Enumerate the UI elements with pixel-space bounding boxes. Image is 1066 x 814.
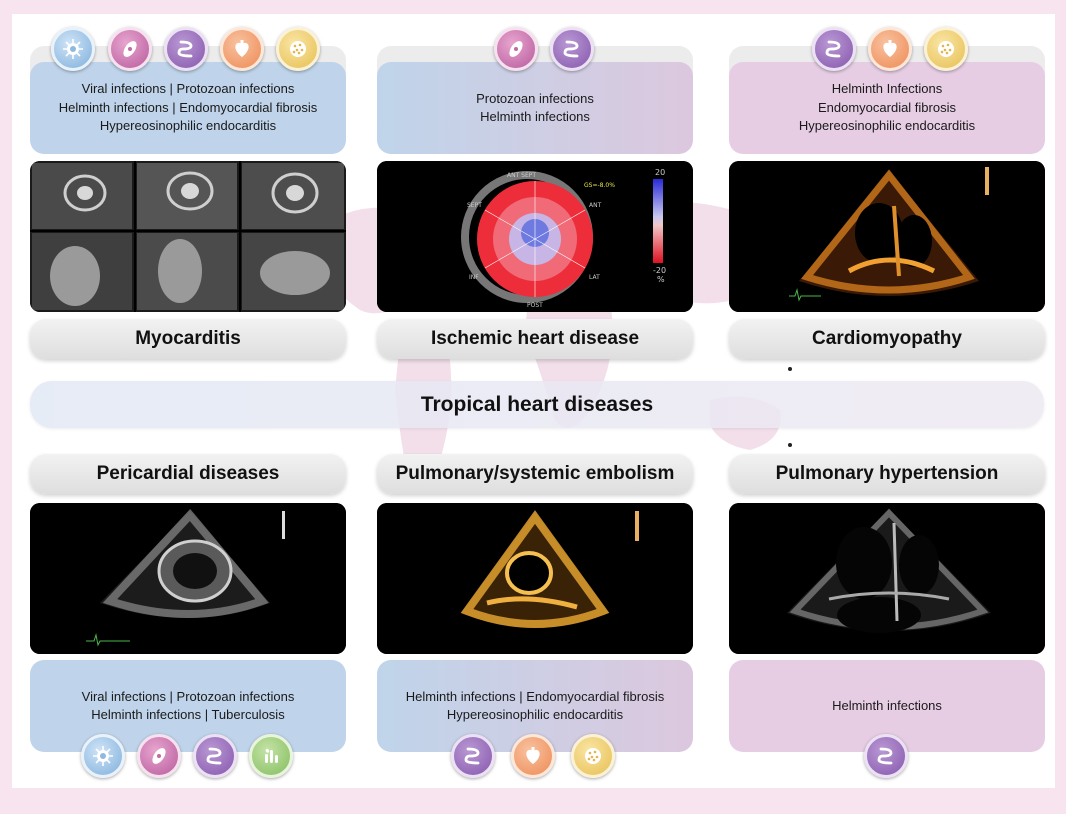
cause-line: Helminth infections	[832, 697, 942, 713]
cause-line: Viral infections | Protozoan infections	[81, 688, 295, 704]
echo-short-axis-image	[30, 503, 346, 654]
protozoan-icon	[108, 27, 152, 71]
heart-icon	[868, 27, 912, 71]
color-scale-bar	[653, 179, 663, 263]
cause-line: Viral infections | Protozoan infections	[81, 81, 295, 97]
diagram-title: Tropical heart diseases	[30, 381, 1044, 428]
cause-line: Helminth infections | Endomyocardial fib…	[405, 688, 665, 704]
helminth-icon	[812, 27, 856, 71]
causes-box: Helminth Infections Endomyocardial fibro…	[729, 62, 1045, 154]
disease-label: Pericardial diseases	[30, 454, 346, 494]
cardiac-mri-image	[30, 161, 346, 312]
scale-min: -20	[653, 266, 666, 275]
helminth-icon	[864, 734, 908, 778]
gls-value: GS=-8.0%	[584, 182, 615, 189]
protozoan-icon	[137, 734, 181, 778]
cause-line: Hypereosinophilic endocarditis	[99, 118, 277, 134]
segment-label: POST	[527, 302, 543, 309]
cause-line: Endomyocardial fibrosis	[817, 99, 956, 115]
cause-line: Helminth Infections	[831, 81, 943, 97]
tuberculosis-icon	[249, 734, 293, 778]
heart-icon	[220, 27, 264, 71]
segment-label: INF	[469, 274, 479, 281]
segment-label: SEPT	[467, 202, 482, 209]
scale-max: 20	[655, 168, 665, 177]
eosinophil-icon	[571, 734, 615, 778]
cause-line: Protozoan infections	[476, 90, 594, 106]
echo-apical-image	[729, 161, 1045, 312]
helminth-icon	[550, 27, 594, 71]
strain-bullseye-image: ANT SEPT ANT LAT POST INF SEPT GS=-8.0% …	[377, 161, 693, 312]
disease-label: Myocarditis	[30, 319, 346, 359]
protozoan-icon	[494, 27, 538, 71]
causes-box: Viral infections | Protozoan infections …	[30, 660, 346, 752]
causes-box: Helminth infections | Endomyocardial fib…	[377, 660, 693, 752]
echo-four-chamber-image	[729, 503, 1045, 654]
heart-icon	[511, 734, 555, 778]
bullet-dot	[788, 367, 792, 371]
virus-icon	[51, 27, 95, 71]
disease-label: Cardiomyopathy	[729, 319, 1045, 359]
helminth-icon	[451, 734, 495, 778]
causes-box: Viral infections | Protozoan infections …	[30, 62, 346, 154]
echo-golden-image	[377, 503, 693, 654]
disease-label: Pulmonary/systemic embolism	[377, 454, 693, 494]
cause-line: Helminth infections | Tuberculosis	[91, 707, 285, 722]
segment-label: ANT	[589, 202, 602, 209]
cause-line: Hypereosinophilic endocarditis	[798, 118, 976, 134]
eosinophil-icon	[276, 27, 320, 71]
scale-unit: %	[657, 275, 665, 284]
helminth-icon	[193, 734, 237, 778]
bullet-dot	[788, 443, 792, 447]
virus-icon	[81, 734, 125, 778]
disease-label: Ischemic heart disease	[377, 319, 693, 359]
segment-label: ANT SEPT	[507, 172, 536, 179]
cause-line: Hypereosinophilic endocarditis	[446, 707, 624, 722]
segment-label: LAT	[589, 274, 600, 281]
cause-line: Helminth infections | Endomyocardial fib…	[58, 99, 318, 115]
helminth-icon	[164, 27, 208, 71]
causes-box: Protozoan infections Helminth infections	[377, 62, 693, 154]
cause-line: Helminth infections	[480, 109, 590, 124]
eosinophil-icon	[924, 27, 968, 71]
disease-label: Pulmonary hypertension	[729, 454, 1045, 494]
